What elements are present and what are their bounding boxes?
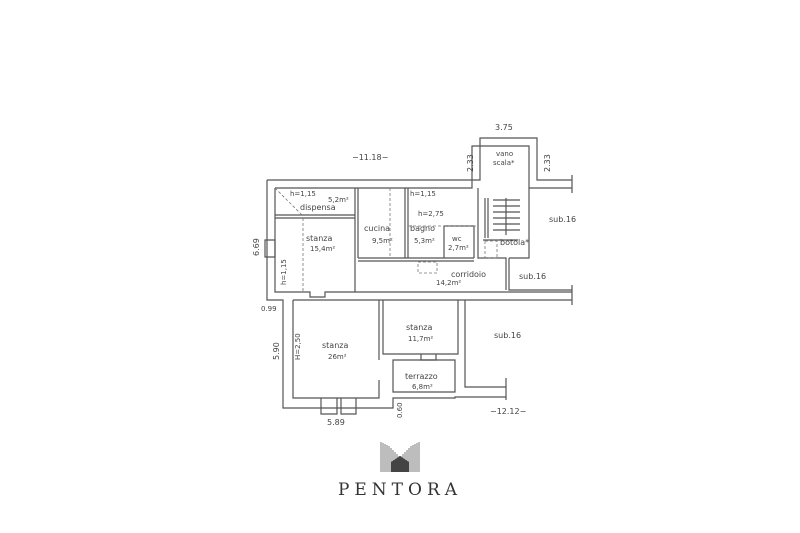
dispensa-area: 5,2m²	[328, 196, 349, 204]
botola-label: botola*	[500, 238, 529, 247]
bagno-area: 5,3m²	[414, 237, 435, 245]
bagno-height-a: h=1,15	[410, 190, 436, 198]
stanza-mid-label: stanza	[406, 323, 432, 332]
cucina-label: cucina	[364, 224, 390, 233]
neighbor-label: sub.16	[494, 331, 521, 340]
bagno-label: bagno	[410, 224, 435, 233]
dimension-left-gap: 0.99	[261, 305, 277, 313]
dimension-total-width: −12.12−	[490, 407, 526, 416]
dispensa-label: dispensa	[300, 203, 336, 212]
stanza-large-label: stanza	[322, 341, 348, 350]
neighbor-label: sub.16	[519, 272, 546, 281]
dimension-stair-right: 2.33	[543, 154, 552, 172]
wc-area: 2,7m²	[448, 244, 469, 252]
wc-label: wc	[452, 235, 462, 243]
dispensa-height: h=1,15	[290, 190, 316, 198]
walls	[264, 137, 573, 415]
terrazzo-area: 6,8m²	[412, 383, 433, 391]
dimension-stair-width: 3.75	[495, 123, 513, 132]
pentora-logo-icon	[380, 442, 420, 472]
stanza-mid-area: 11,7m²	[408, 335, 433, 343]
dimension-top-width: −11.18−	[352, 153, 388, 162]
terrazzo-label: terrazzo	[405, 372, 438, 381]
stanza-small-area: 15,4m²	[310, 245, 335, 253]
dimension-bottom-width: 5.89	[327, 418, 345, 427]
stanza-small-label: stanza	[306, 234, 332, 243]
corridoio-label: corridoio	[451, 270, 486, 279]
bagno-height-b: h=2,75	[418, 210, 444, 218]
scala-label: scala*	[493, 159, 515, 167]
stanza-large-height: H=2,50	[294, 333, 302, 360]
neighbor-label: sub.16	[549, 215, 576, 224]
dimension-stair-left: 2.33	[466, 154, 475, 172]
dimension-terrace-step: 0.60	[396, 402, 404, 418]
brand-name: PENTORA	[338, 480, 462, 500]
stanza-large-area: 26m²	[328, 353, 347, 361]
vano-label: vano	[496, 150, 513, 158]
corridoio-area: 14,2m²	[436, 279, 461, 287]
stanza-small-height: h=1,15	[280, 259, 288, 285]
cucina-area: 9,5m²	[372, 237, 393, 245]
dimension-lower-height: 5.90	[272, 342, 281, 360]
dimension-left-height: 6.69	[252, 238, 261, 256]
